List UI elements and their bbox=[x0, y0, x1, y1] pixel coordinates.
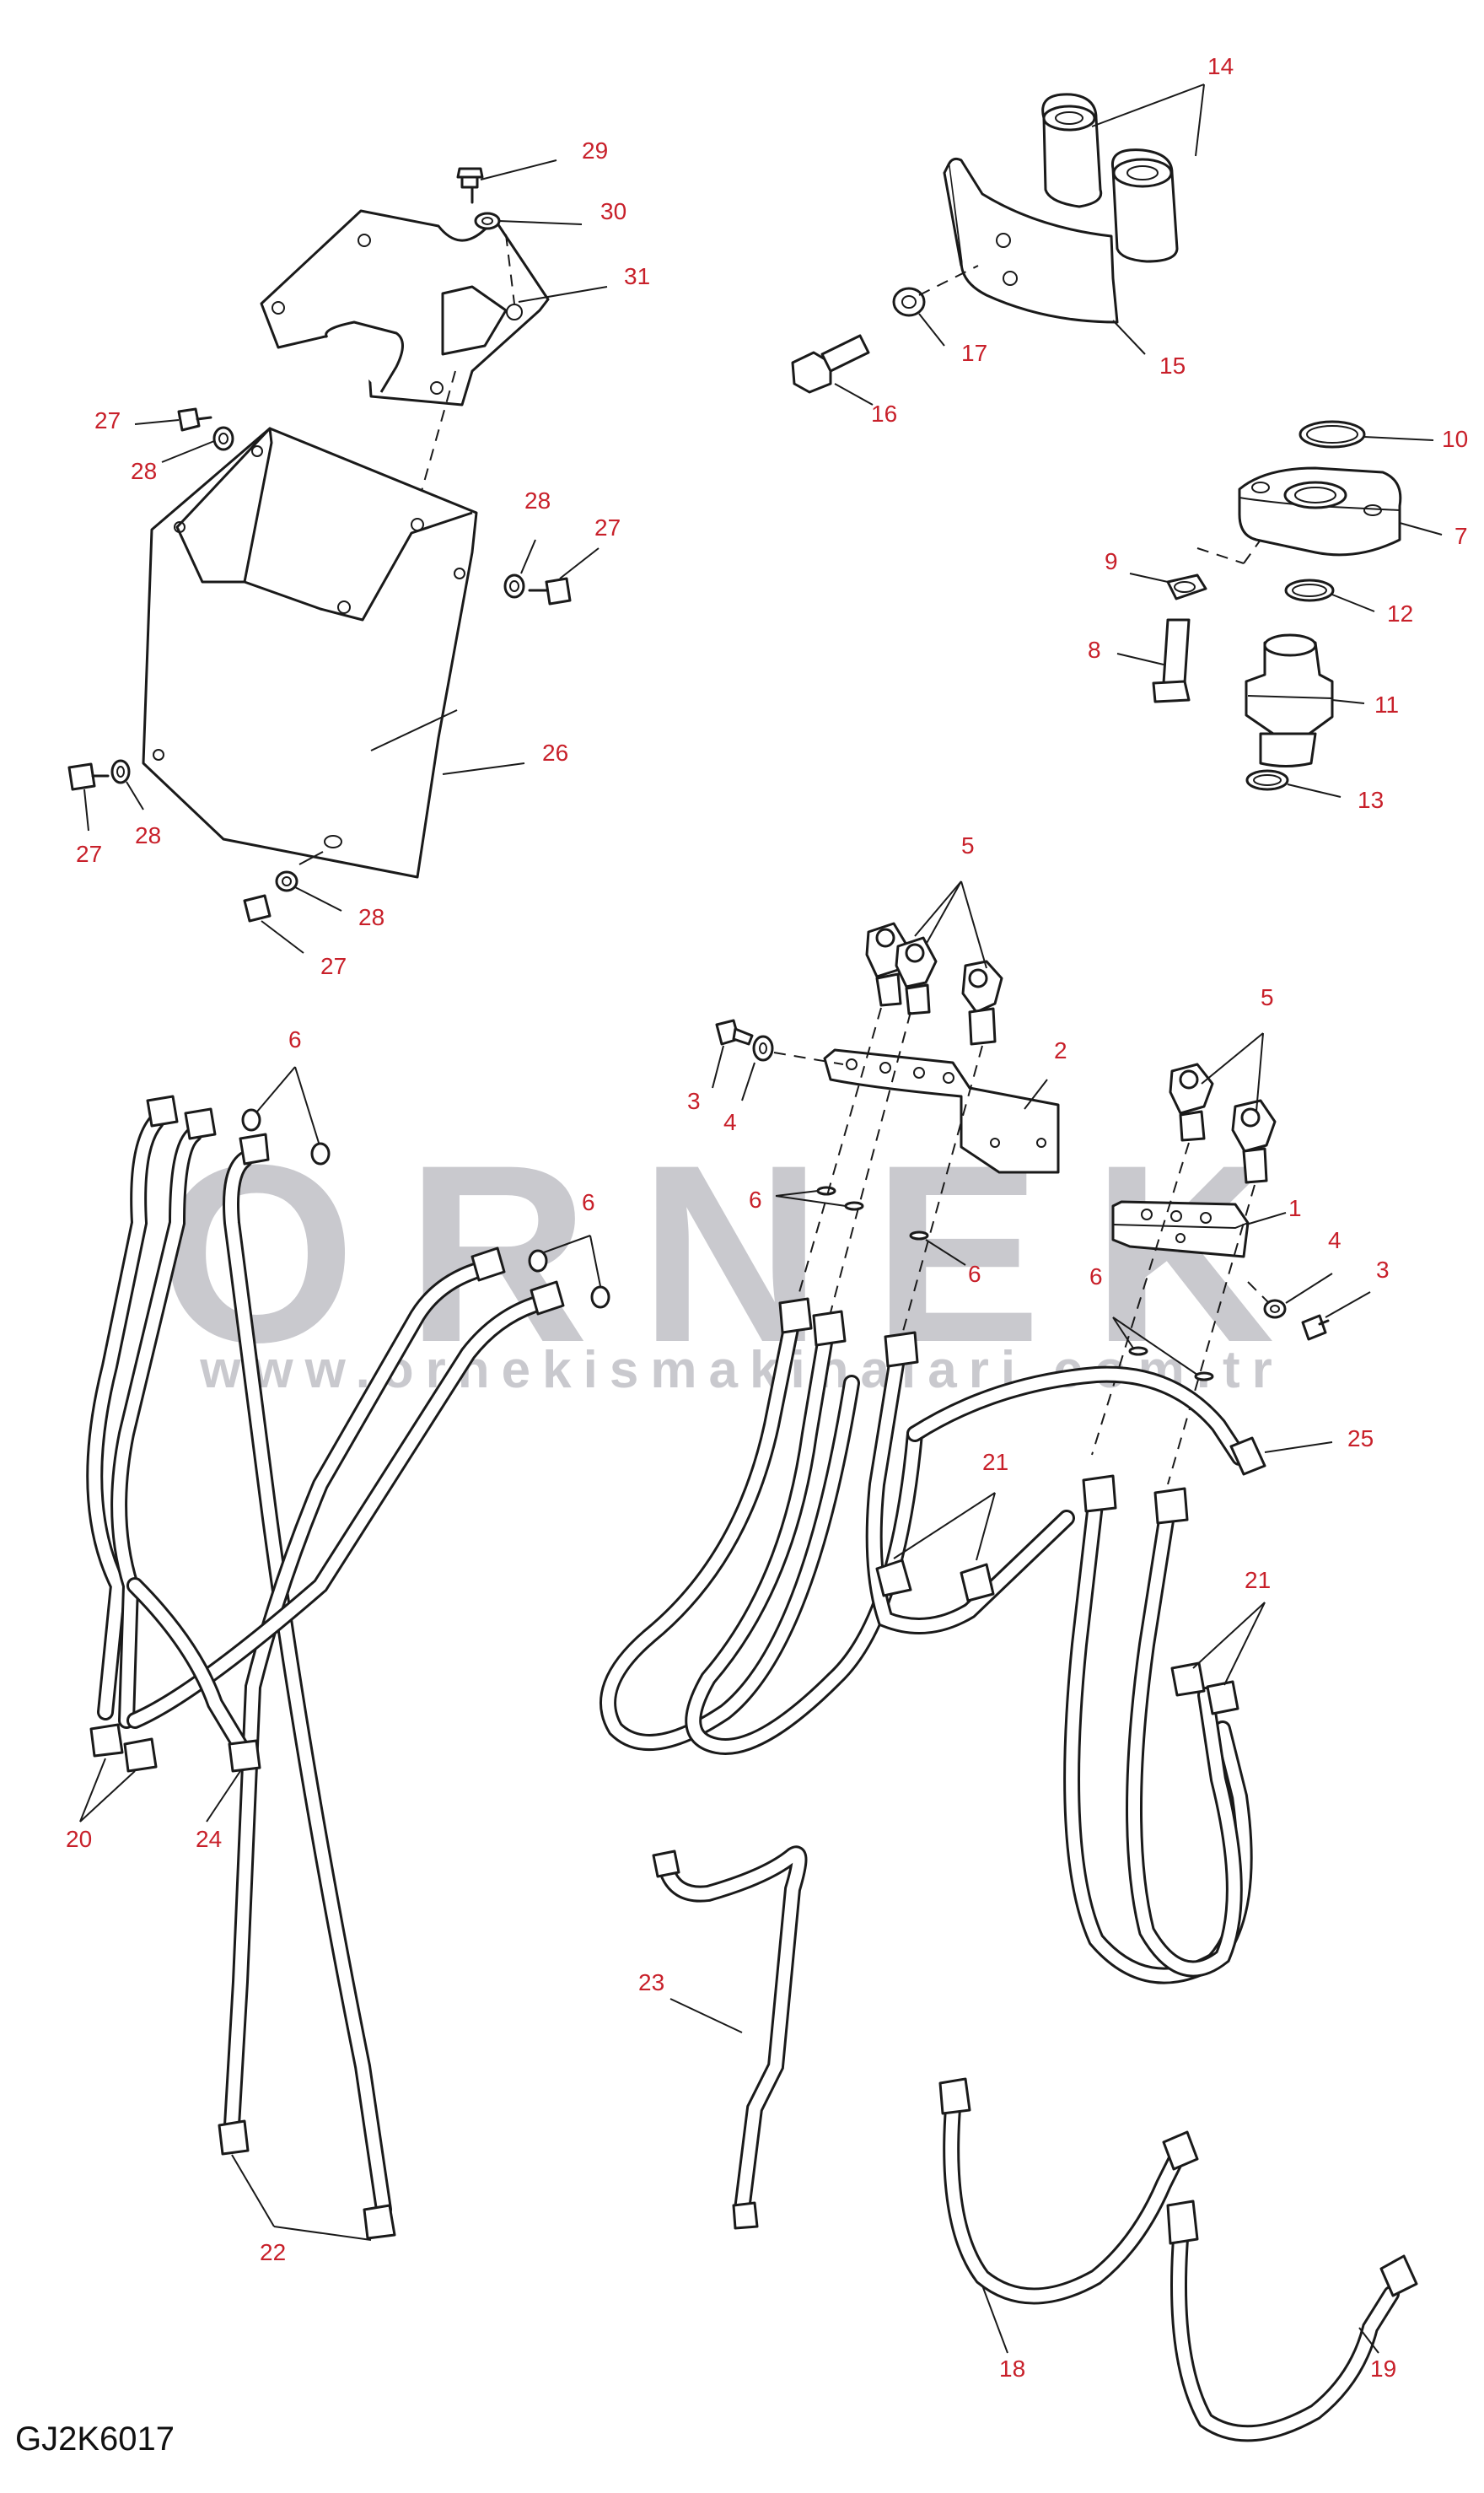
o-ring-part-10 bbox=[1298, 420, 1434, 449]
callout-13: 13 bbox=[1358, 787, 1384, 813]
callout-4-b: 4 bbox=[1328, 1227, 1342, 1253]
hose-assembly-middle bbox=[600, 1297, 1333, 1755]
bolt-part-29 bbox=[456, 159, 557, 204]
adapter-part-11 bbox=[1245, 633, 1365, 767]
hose-part-18 bbox=[938, 2077, 1199, 2354]
bolt-part-3-b bbox=[1301, 1291, 1371, 1341]
callout-18: 18 bbox=[999, 2356, 1025, 2382]
callout-3-b: 3 bbox=[1376, 1257, 1390, 1283]
callout-20: 20 bbox=[66, 1826, 92, 1852]
hose-assembly-right bbox=[1063, 1474, 1266, 1984]
cover-shield-part-26 bbox=[142, 427, 525, 879]
bolt-part-27-b bbox=[528, 547, 600, 606]
callout-6-e: 6 bbox=[1089, 1263, 1103, 1290]
callout-5-a: 5 bbox=[961, 832, 975, 859]
o-rings-part-6-b bbox=[775, 1186, 966, 1266]
callout-11: 11 bbox=[1374, 692, 1399, 718]
callout-labels: 29 30 31 27 28 28 27 26 28 27 28 27 14 1… bbox=[66, 53, 1468, 2382]
callout-22: 22 bbox=[260, 2239, 286, 2265]
callout-12: 12 bbox=[1387, 600, 1413, 627]
bracket-part-1 bbox=[1111, 1200, 1287, 1258]
washer-part-28-d bbox=[275, 870, 342, 912]
washer-part-28-b bbox=[503, 539, 536, 599]
washer-part-17 bbox=[892, 265, 979, 347]
clamp-part-14 bbox=[1041, 83, 1205, 263]
bolt-part-3-a bbox=[712, 1019, 754, 1089]
bolt-part-8 bbox=[1116, 618, 1191, 703]
elbow-fittings-part-5-a bbox=[865, 880, 1003, 1046]
callout-28-a: 28 bbox=[131, 458, 157, 484]
callout-28-c: 28 bbox=[135, 822, 161, 848]
washer-part-4-b bbox=[1247, 1273, 1333, 1319]
hose-part-19 bbox=[1166, 2200, 1418, 2442]
o-ring-part-13 bbox=[1245, 769, 1342, 798]
drawing-code: GJ2K6017 bbox=[15, 2420, 175, 2458]
callout-1: 1 bbox=[1288, 1195, 1302, 1221]
callout-24: 24 bbox=[196, 1826, 222, 1852]
callout-28-b: 28 bbox=[524, 487, 551, 514]
callout-3-a: 3 bbox=[687, 1088, 701, 1114]
callout-2: 2 bbox=[1054, 1037, 1067, 1063]
callout-16: 16 bbox=[871, 401, 897, 427]
watermark-title: ORNEK bbox=[159, 1112, 1325, 1395]
callout-4-a: 4 bbox=[723, 1109, 737, 1135]
o-rings-part-6-c bbox=[1112, 1316, 1214, 1381]
hose-assembly-left bbox=[79, 1066, 610, 2241]
bracket-part-2 bbox=[823, 1048, 1060, 1174]
callout-27-b: 27 bbox=[594, 514, 621, 541]
washer-part-28-a bbox=[161, 426, 234, 463]
callout-6-d: 6 bbox=[582, 1189, 595, 1215]
callout-25: 25 bbox=[1347, 1425, 1374, 1451]
callout-17: 17 bbox=[961, 340, 987, 366]
callout-6-a: 6 bbox=[288, 1026, 302, 1053]
bolt-part-27-c bbox=[67, 762, 110, 832]
callout-14: 14 bbox=[1207, 53, 1234, 79]
washer-part-28-c bbox=[110, 759, 144, 810]
callout-5-b: 5 bbox=[1261, 984, 1274, 1010]
callout-9: 9 bbox=[1105, 548, 1118, 574]
callout-27-d: 27 bbox=[320, 953, 347, 979]
callout-19: 19 bbox=[1370, 2356, 1396, 2382]
watermark: ORNEK www.ornekismakinalari.com.tr bbox=[159, 1112, 1325, 1399]
callout-6-b: 6 bbox=[749, 1187, 762, 1213]
bolt-part-16 bbox=[791, 334, 874, 406]
callout-23: 23 bbox=[638, 1969, 664, 1995]
washer-part-4-a bbox=[741, 1035, 844, 1101]
bracket-part-15 bbox=[943, 157, 1146, 355]
callout-21-a: 21 bbox=[982, 1449, 1008, 1475]
callout-21-b: 21 bbox=[1245, 1567, 1271, 1593]
callout-31: 31 bbox=[624, 263, 650, 289]
hose-part-23 bbox=[652, 1845, 808, 2230]
callout-8: 8 bbox=[1088, 637, 1101, 663]
callout-6-c: 6 bbox=[968, 1261, 981, 1287]
washer-part-30 bbox=[474, 212, 583, 230]
washer-part-9 bbox=[1129, 573, 1207, 600]
callout-29: 29 bbox=[582, 137, 608, 164]
flange-part-7 bbox=[1238, 466, 1443, 557]
callout-27-a: 27 bbox=[94, 407, 121, 433]
bolt-part-27-d bbox=[243, 894, 304, 954]
callout-28-d: 28 bbox=[358, 904, 384, 930]
callout-27-c: 27 bbox=[76, 841, 102, 867]
callout-30: 30 bbox=[600, 198, 626, 224]
elbow-fittings-part-5-b bbox=[1169, 1032, 1277, 1184]
o-ring-part-12 bbox=[1284, 579, 1375, 612]
callout-26: 26 bbox=[542, 740, 568, 766]
bolt-part-27-a bbox=[134, 407, 212, 432]
cover-plate-part-31 bbox=[260, 209, 550, 407]
callout-10: 10 bbox=[1442, 426, 1468, 452]
callout-15: 15 bbox=[1159, 353, 1186, 379]
callout-7: 7 bbox=[1454, 523, 1468, 549]
